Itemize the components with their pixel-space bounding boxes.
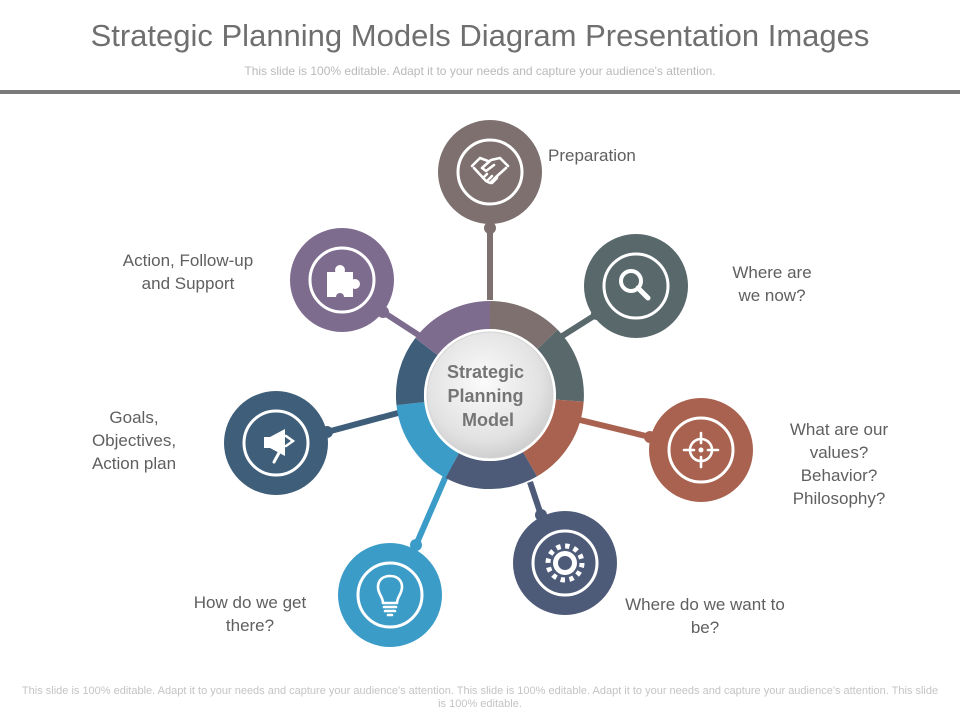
node-preparation xyxy=(438,120,542,224)
label-want-to-be: Where do we want to be? xyxy=(625,595,785,637)
ring-segment-get-there xyxy=(396,401,460,478)
segmented-ring xyxy=(395,301,584,490)
lightbulb-icon xyxy=(376,574,404,617)
gear-icon xyxy=(545,543,585,583)
label-preparation: Preparation xyxy=(548,146,636,165)
ring-segment-values xyxy=(522,399,584,477)
connector-values xyxy=(579,417,651,440)
megaphone-icon xyxy=(264,429,296,464)
label-where-now: Where are we now? xyxy=(732,263,812,305)
slide-title: Strategic Planning Models Diagram Presen… xyxy=(90,18,870,53)
center-hub: Strategic Planning Model xyxy=(424,329,556,461)
center-label-line-2: Planning xyxy=(447,386,523,406)
header-divider xyxy=(0,90,960,94)
magnifier-icon xyxy=(619,269,651,301)
handshake-icon xyxy=(470,156,510,185)
connector-goals xyxy=(326,410,399,435)
node-get-there xyxy=(338,543,442,647)
svg-text:Strategic Planning: Strategic Planning Model xyxy=(447,362,529,430)
label-goals: Goals, Objectives, Action plan xyxy=(91,408,177,473)
node-where-now xyxy=(584,234,688,338)
center-label-line-3: Model xyxy=(462,410,514,430)
connector-dot-get-there xyxy=(410,539,422,551)
ring-segment-want-to-be xyxy=(445,451,538,490)
node-values xyxy=(649,398,753,502)
label-action: Action, Follow-up and Support xyxy=(122,251,254,293)
node-action xyxy=(290,228,394,332)
center-label-line-1: Strategic xyxy=(447,362,524,382)
footer-note: This slide is 100% editable. Adapt it to… xyxy=(21,685,939,710)
slide-subtitle: This slide is 100% editable. Adapt it to… xyxy=(244,64,716,78)
node-want-to-be xyxy=(513,511,617,615)
connector-dot-preparation xyxy=(484,222,496,234)
node-goals xyxy=(224,391,328,495)
ring-segment-goals xyxy=(395,338,438,406)
label-get-there: How do we get there? xyxy=(193,593,307,635)
connector-action xyxy=(381,309,422,339)
ring-segment-action xyxy=(415,301,491,356)
ring-segment-preparation xyxy=(489,301,558,350)
ring-segment-where-now xyxy=(537,329,584,402)
puzzle-icon xyxy=(327,265,360,301)
target-icon xyxy=(682,431,720,469)
label-values: What are our values? Behavior? Philosoph… xyxy=(789,420,889,508)
